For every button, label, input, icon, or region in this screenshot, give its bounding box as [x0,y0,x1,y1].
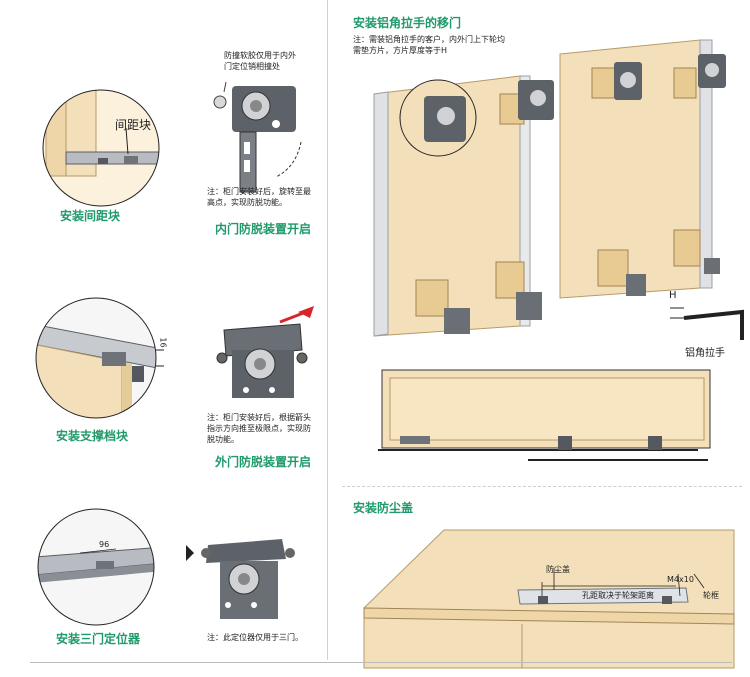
step5-dimension: 96 [99,540,110,549]
spacer-block-callout: 间距块 [115,118,152,132]
wheel-frame-label: 轮框 [703,591,719,600]
section1-note: 注：需装铝角拉手的客户，内外门上下轮均需垫方片，方片厚度等于H [353,35,505,55]
step3-caption: 安装支撑档块 [56,429,129,443]
dust-cover-installation-illustration [363,529,735,669]
spacer-block-detail-illustration [42,89,160,207]
step3-dimension: 16 [158,337,168,348]
inner-door-anti-derail-illustration [213,81,302,193]
section2-title: 安装防尘盖 [353,501,414,515]
step2-caption: 内门防脱装置开启 [215,222,312,236]
step4-note: 注：柜门安装好后，根据箭头指示方向推至极限点，实现防脱功能。 [207,413,311,444]
section1-title: 安装铝角拉手的移门 [353,16,462,30]
support-block-detail-illustration [35,297,164,419]
aluminum-handle-profile [670,307,744,340]
step4-caption: 外门防脱装置开启 [215,455,312,469]
section-divider [342,486,742,487]
three-door-positioner-detail-illustration [37,508,155,626]
step2-note: 注：柜门安装好后，旋转至最高点，实现防脱功能。 [207,187,311,207]
step5-caption: 安装三门定位器 [56,632,141,646]
outer-door-anti-derail-illustration [216,306,314,398]
three-door-positioner-illustration [186,539,295,619]
dust-cover-label: 防尘盖 [546,565,570,574]
aluminum-handle-label: 铝角拉手 [685,348,725,359]
cabinet-bottom-track-illustration [378,369,711,461]
sliding-doors-with-aluminum-handle-illustration [373,39,726,337]
column-divider [327,0,328,660]
step1-caption: 安装间距块 [60,209,121,223]
hole-distance-label: 孔距取决于轮架距离 [582,591,654,600]
bottom-rule [30,662,732,663]
step5-note: 注：此定位器仅用于三门。 [207,633,303,642]
step2-top-note: 防撞软胶仅用于内外门定位销相撞处 [224,51,296,71]
screw-spec-label: M4x10 [667,575,694,584]
h-dimension-label: H [669,290,677,301]
